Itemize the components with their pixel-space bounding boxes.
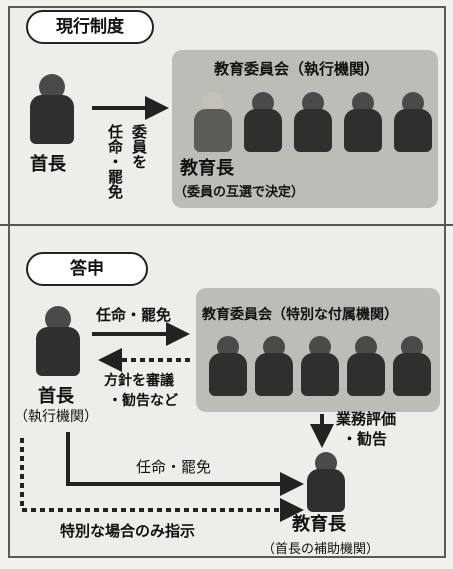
report-title: 答申 xyxy=(26,252,148,286)
appointment-text-col2: 任命・罷免 xyxy=(106,124,124,199)
special-instruction-arrow xyxy=(20,438,304,522)
mayor-figure xyxy=(34,306,82,376)
appointment-text-col1: 委員を xyxy=(130,124,148,169)
report-board-label: 教育委員会（特別な付属機関） xyxy=(202,307,398,323)
board-member-figure xyxy=(393,92,433,152)
board-member-figure xyxy=(208,336,248,396)
policy-label-line1: 方針を審議 xyxy=(104,373,174,389)
evaluation-label-line2: ・勧告 xyxy=(342,430,388,448)
board-member-figure xyxy=(300,336,340,396)
board-member-figure xyxy=(392,336,432,396)
section-divider xyxy=(0,224,453,226)
current-mayor-label: 首長 xyxy=(30,154,66,175)
report-mayor-label: 首長 xyxy=(38,386,74,407)
appoint-dismiss-label-2: 任命・罷免 xyxy=(136,458,212,476)
report-superintendent-role: （首長の補助機関） xyxy=(262,542,380,557)
current-superintendent-label: 教育長 xyxy=(180,158,234,179)
evaluation-label-line1: 業務評価 xyxy=(336,410,397,428)
board-member-figure xyxy=(243,92,283,152)
board-member-figure xyxy=(254,336,294,396)
mayor-figure xyxy=(28,74,76,144)
appoint-dismiss-label: 任命・罷免 xyxy=(96,306,172,324)
special-only-label: 特別な場合のみ指示 xyxy=(60,522,196,540)
board-member-figure xyxy=(193,92,233,152)
current-superintendent-note: （委員の互選で決定） xyxy=(174,185,305,200)
report-mayor-role: （執行機関） xyxy=(14,409,98,425)
report-superintendent-label: 教育長 xyxy=(292,514,346,535)
current-system-title: 現行制度 xyxy=(26,10,154,44)
policy-label-line2: ・勧告など xyxy=(108,393,178,409)
board-member-figure xyxy=(346,336,386,396)
appoint-superintendent-arrow xyxy=(66,432,304,496)
board-member-figure xyxy=(343,92,383,152)
board-member-figure xyxy=(293,92,333,152)
superintendent-figure xyxy=(306,452,346,512)
current-board-label: 教育委員会（執行機関） xyxy=(214,60,380,78)
